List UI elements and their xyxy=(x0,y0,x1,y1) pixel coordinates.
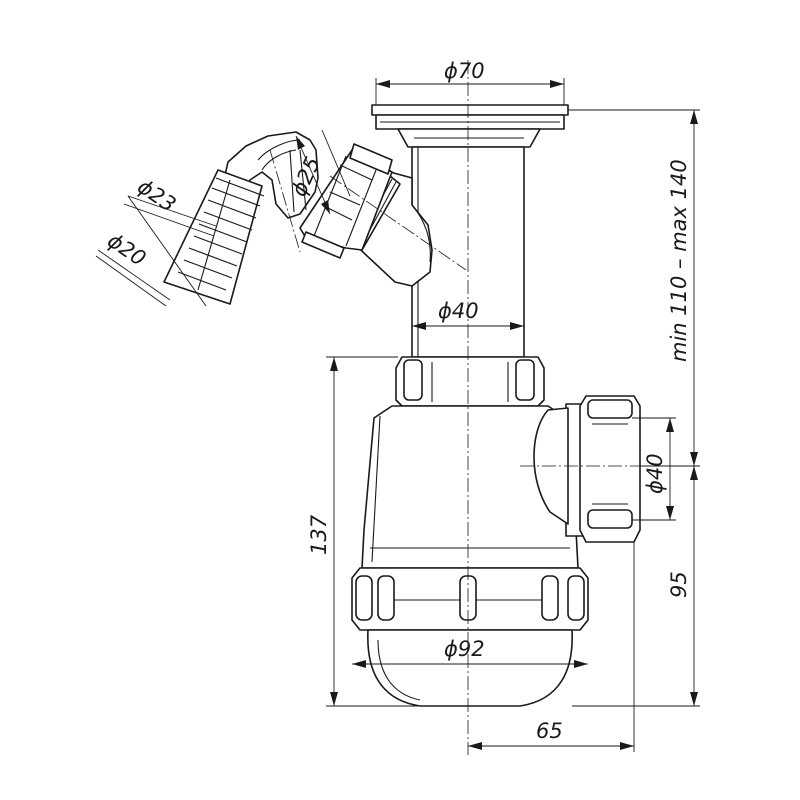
dimension-outlet-offset: 65 xyxy=(468,542,635,752)
dimension-label-outlet-height: 95 xyxy=(667,571,691,598)
corrugated-hose xyxy=(163,169,265,305)
dimension-label-side-outlet: ϕ40 xyxy=(643,453,667,494)
dimension-label-pipe: ϕ40 xyxy=(438,299,479,323)
dimension-outlet: ϕ70 xyxy=(375,59,565,105)
dimension-label-outlet-offset: 65 xyxy=(536,719,563,743)
dimension-adjustable-height: min 110 – max 140 xyxy=(568,109,700,466)
dimension-label-adjustable-height: min 110 – max 140 xyxy=(667,159,691,362)
dimension-label-total-height: 137 xyxy=(307,514,331,555)
dimension-pipe: ϕ40 xyxy=(412,299,524,330)
top-flange xyxy=(371,104,569,148)
dimension-bottle: ϕ92 xyxy=(352,637,588,668)
bottom-cap-ring xyxy=(351,567,589,631)
dimension-label-outlet: ϕ70 xyxy=(444,59,485,83)
bottle-upper-nut xyxy=(395,356,545,407)
dimension-label-bottle: ϕ92 xyxy=(444,637,485,661)
dimension-label-hose-inner: ϕ20 xyxy=(103,228,150,271)
bottom-cup xyxy=(367,629,573,707)
dimension-total-height: 137 xyxy=(307,356,420,707)
dimension-side-outlet: ϕ40 xyxy=(632,417,676,521)
dimension-label-hose-outer: ϕ23 xyxy=(133,174,180,217)
branch-union-nut xyxy=(299,143,393,259)
